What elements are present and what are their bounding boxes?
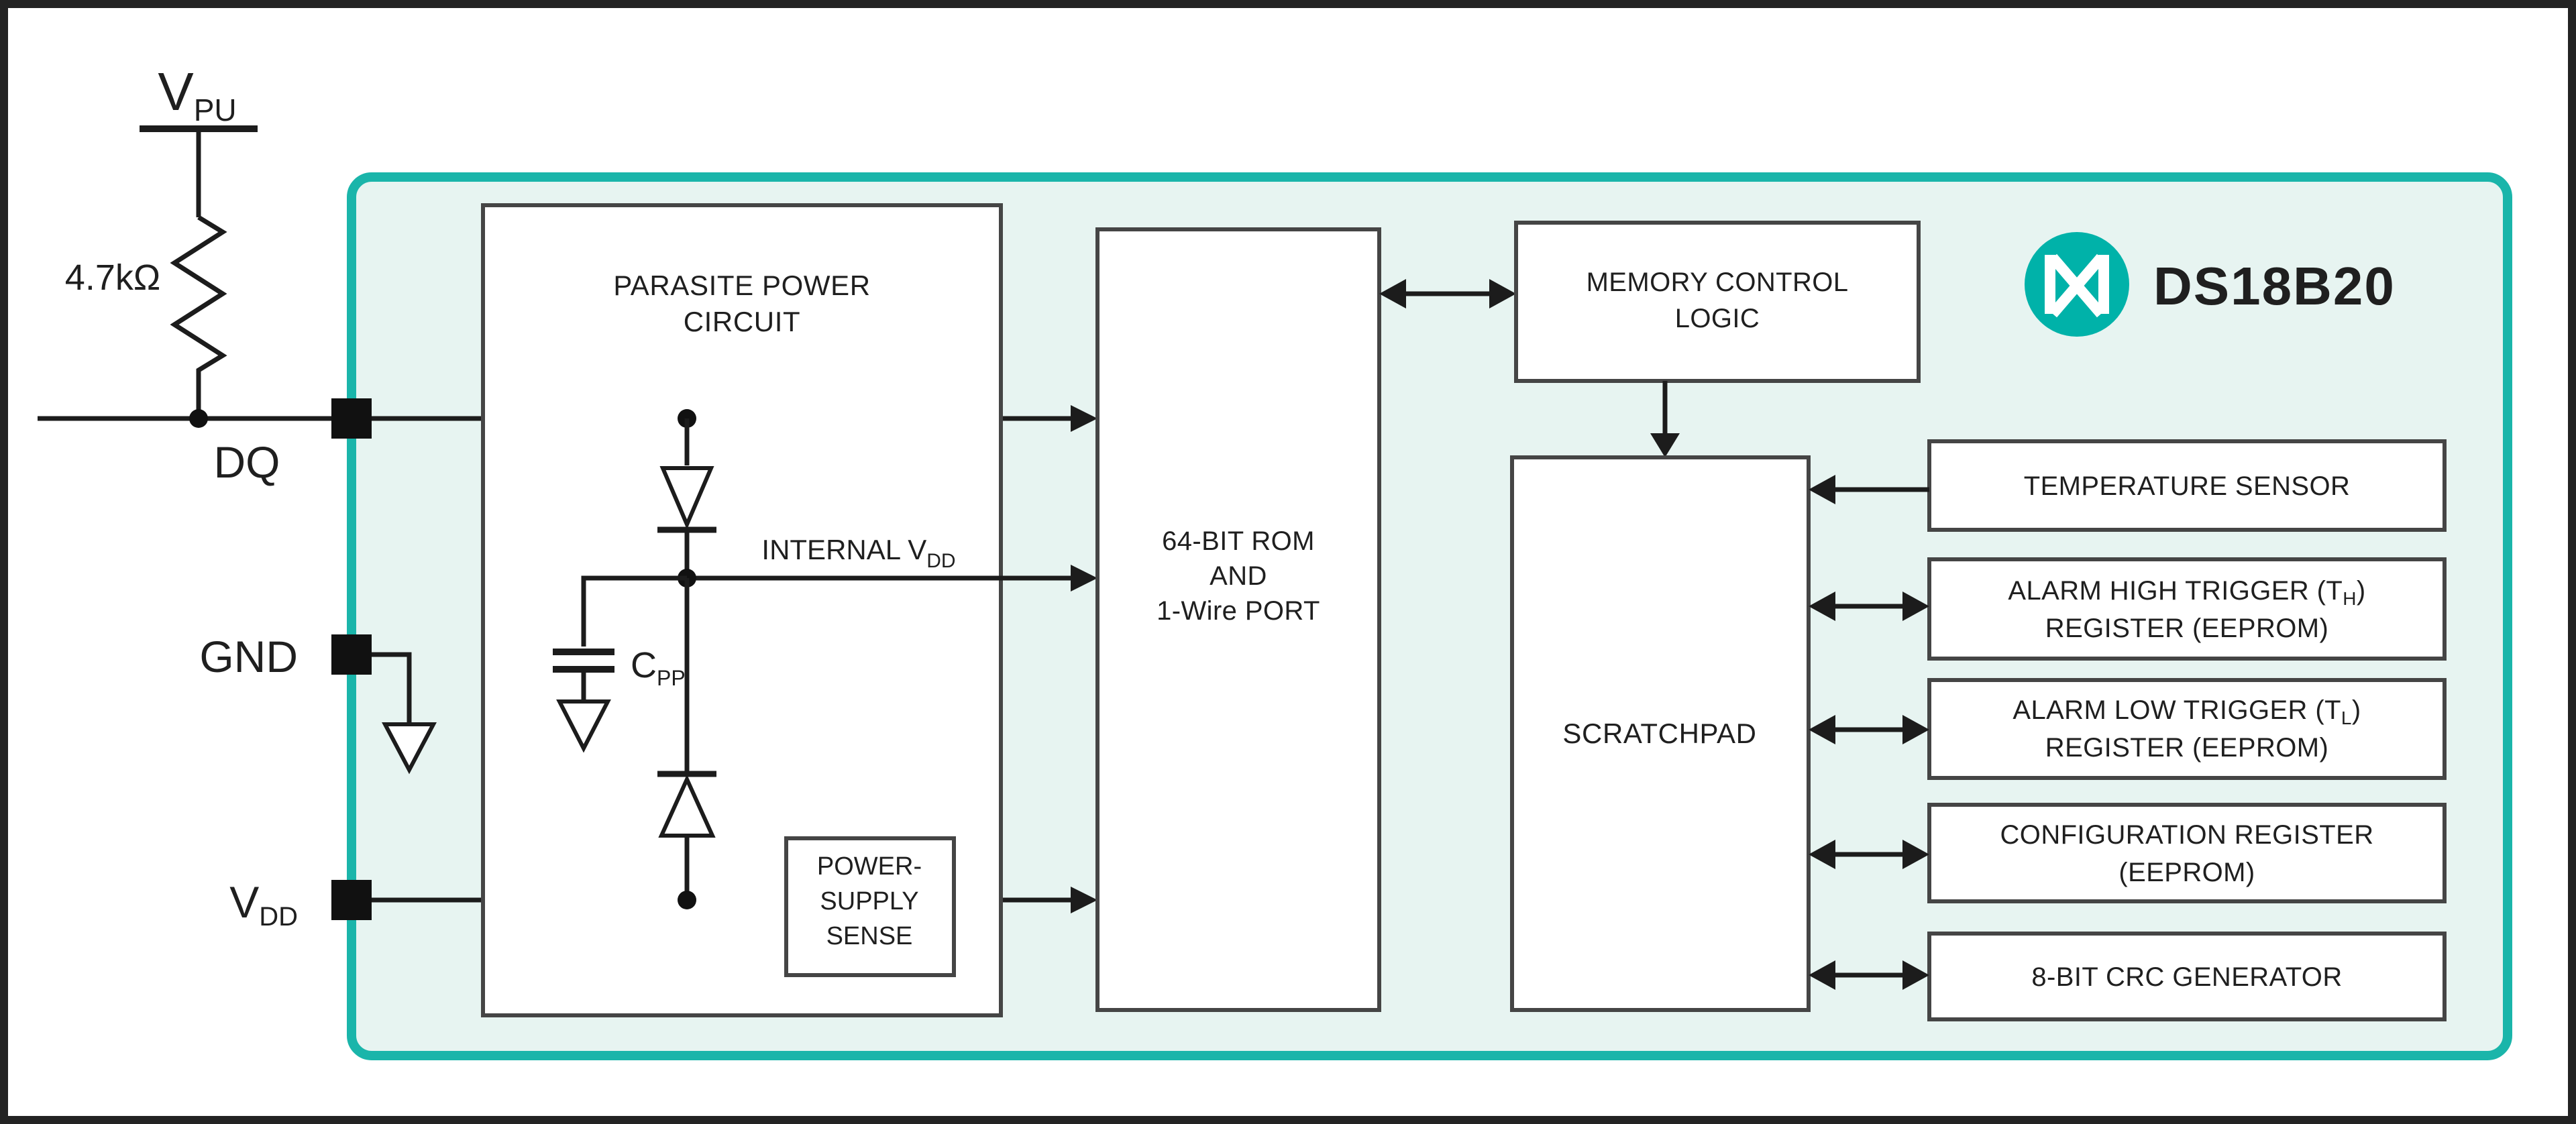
configuration-label-2: (EEPROM): [2118, 858, 2255, 887]
rom-mcl-right-arrowhead: [1489, 279, 1516, 308]
dq-pin-label: DQ: [214, 437, 280, 487]
rom-port-block: 64-BIT ROM AND 1-Wire PORT: [1095, 227, 1381, 1012]
pss-label-3: SENSE: [826, 922, 913, 950]
part-number-label: DS18B20: [2153, 256, 2396, 316]
alarm-high-block: ALARM HIGH TRIGGER (TH) REGISTER (EEPROM…: [1809, 557, 2447, 661]
rom-mcl-left-arrowhead: [1379, 279, 1406, 308]
gnd-pin-label: GND: [199, 632, 298, 681]
gnd-wire: [372, 652, 412, 724]
alarm-low-box: [1927, 678, 2447, 780]
cpp-label: CPP: [631, 645, 686, 690]
alarm-low-label-1: ALARM LOW TRIGGER (TL): [2012, 695, 2361, 728]
parasite-power-label-2: CIRCUIT: [684, 306, 801, 337]
power-supply-sense-box: [784, 836, 956, 977]
alarm-high-label-1: ALARM HIGH TRIGGER (TH): [2008, 576, 2365, 609]
dq-to-rom-arrowhead: [1071, 405, 1097, 432]
configuration-left-arrowhead: [1809, 840, 1835, 869]
alarm-low-right-arrowhead: [1902, 715, 1929, 744]
alarm-high-left-arrowhead: [1809, 592, 1835, 621]
cpp-branch-wire: [581, 575, 687, 647]
crc-generator-block: 8-BIT CRC GENERATOR: [1809, 932, 2447, 1021]
mcl-scratchpad-arrowhead: [1650, 433, 1680, 457]
alarm-high-box: [1927, 557, 2447, 661]
configuration-right-arrowhead: [1902, 840, 1929, 869]
gnd-pin-square: [331, 634, 372, 675]
alarm-low-left-arrowhead: [1809, 715, 1835, 744]
scratchpad-block: SCRATCHPAD: [1510, 455, 1811, 1012]
vdd-junction-dot: [678, 891, 696, 909]
ts-arrowhead: [1809, 475, 1835, 504]
rom-label-2: AND: [1210, 561, 1267, 591]
alarm-low-block: ALARM LOW TRIGGER (TL) REGISTER (EEPROM): [1809, 678, 2447, 780]
configuration-register-box: [1927, 803, 2447, 903]
mcl-label-2: LOGIC: [1675, 304, 1760, 333]
resistor-value-label: 4.7kΩ: [65, 258, 160, 298]
temperature-sensor-block: TEMPERATURE SENSOR: [1809, 439, 2447, 532]
branding: DS18B20: [2025, 232, 2396, 337]
power-supply-sense-block: POWER- SUPPLY SENSE: [784, 836, 956, 977]
pullup-resistor: [170, 215, 227, 418]
mcl-scratchpad-link: [1650, 381, 1680, 457]
pss-label-2: SUPPLY: [820, 887, 918, 915]
vpu-label: VPU: [158, 62, 236, 127]
alarm-high-right-arrowhead: [1902, 592, 1929, 621]
rom-mcl-link: [1379, 279, 1516, 308]
parasite-power-label-1: PARASITE POWER: [613, 270, 870, 301]
dq-junction-dot: [189, 409, 208, 428]
crc-generator-box: [1927, 932, 2447, 1021]
cpp-ground-symbol: [556, 699, 611, 753]
vdd-pin-label: VDD: [229, 877, 298, 932]
rom-port-box: [1095, 227, 1381, 1012]
rom-label-3: 1-Wire PORT: [1157, 596, 1320, 626]
internalvdd-to-rom-arrowhead: [1071, 565, 1097, 592]
pullup-circuit: VPU 4.7kΩ: [65, 62, 258, 418]
scratchpad-box: [1510, 455, 1811, 1012]
temperature-sensor-box: [1927, 439, 2447, 532]
internal-vdd-label: INTERNAL VDD: [761, 534, 955, 572]
temperature-sensor-label: TEMPERATURE SENSOR: [2024, 471, 2351, 501]
vdd-to-rom-arrowhead: [1071, 887, 1097, 913]
scratchpad-label: SCRATCHPAD: [1562, 718, 1756, 749]
mcl-label-1: MEMORY CONTROL: [1587, 268, 1849, 297]
alarm-high-label-2: REGISTER (EEPROM): [2045, 614, 2328, 643]
vdd-pin-square: [331, 880, 372, 920]
memory-control-box: [1514, 221, 1921, 383]
crc-left-arrowhead: [1809, 960, 1835, 990]
alarm-low-label-2: REGISTER (EEPROM): [2045, 733, 2328, 763]
parasite-diode-down: [659, 466, 714, 530]
configuration-register-block: CONFIGURATION REGISTER (EEPROM): [1809, 803, 2447, 903]
pss-label-1: POWER-: [817, 852, 922, 881]
rom-label-1: 64-BIT ROM: [1162, 526, 1315, 556]
parasite-power-block: PARASITE POWER CIRCUIT INTERNAL VDD CPP: [481, 203, 1073, 1017]
dq-pin-square: [331, 398, 372, 439]
crc-right-arrowhead: [1902, 960, 1929, 990]
memory-control-block: MEMORY CONTROL LOGIC: [1514, 221, 1921, 383]
configuration-label-1: CONFIGURATION REGISTER: [2000, 820, 2374, 850]
maxim-logo-m-glyph: [2045, 254, 2109, 318]
ground-symbol: [382, 722, 437, 775]
crc-generator-label: 8-BIT CRC GENERATOR: [2031, 962, 2342, 992]
gnd-pin-circuit: GND: [199, 632, 437, 775]
